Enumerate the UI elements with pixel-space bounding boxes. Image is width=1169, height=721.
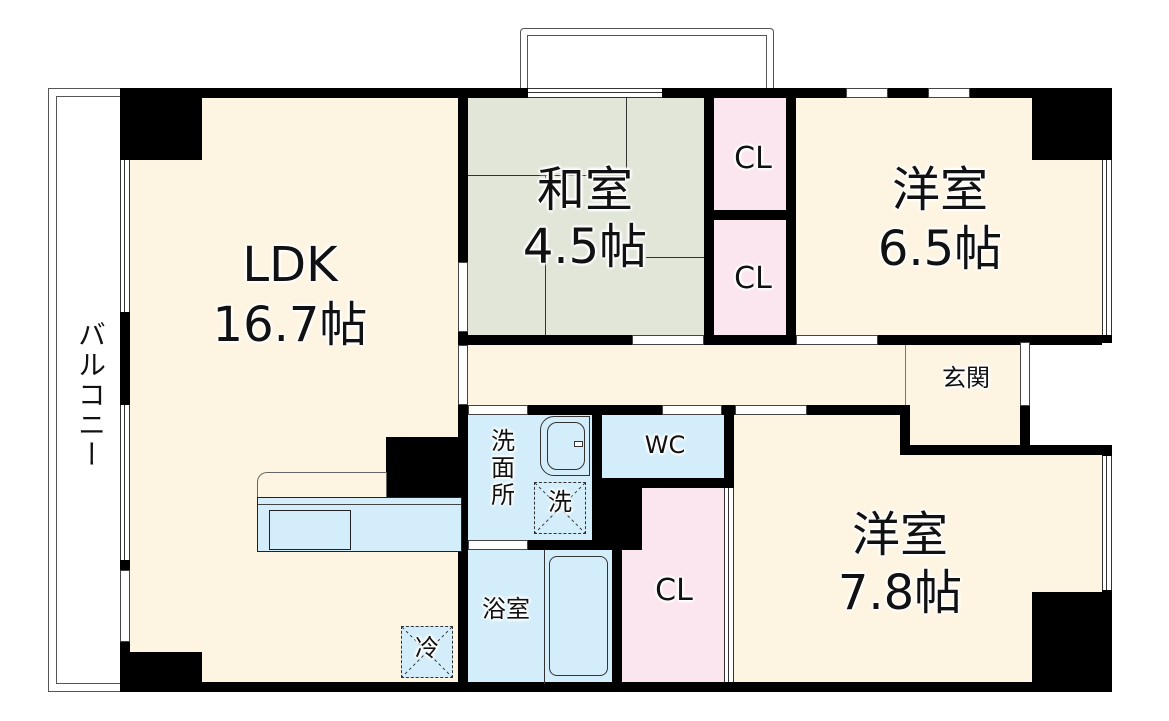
door-se-hall[interactable] [735,405,807,415]
tatami-line [545,255,546,335]
bathtub-outer [544,550,612,684]
closet-sliding-door[interactable] [724,488,734,682]
top-balcony-outline [520,28,774,90]
column-sw [120,652,202,692]
window-ne-2[interactable] [928,88,970,98]
door-ldk-hall[interactable] [458,345,468,405]
closet-mid-label: CL [734,261,772,296]
tatami-line [626,96,627,176]
senmenjo-label: 洗 面 所 [491,427,515,509]
window-ldk-west-3[interactable] [120,570,130,642]
tatami-line [545,175,546,185]
window-ne-1[interactable] [846,88,888,98]
balcony-outline-inner [56,96,122,684]
top-balcony-inner [527,35,767,90]
door-entrance[interactable] [1020,342,1030,406]
fridge-label: 冷 [415,634,439,662]
kitchen-sink [269,510,351,550]
window-se-east[interactable] [1102,456,1112,590]
room-wc [600,410,730,482]
tatami-line [466,175,626,176]
wall-hall-north [458,335,1102,345]
washbasin-bowl [547,422,585,470]
wall-left [120,88,130,692]
door-ldk-washitsu[interactable] [458,262,468,332]
genkan-label: 玄関 [942,364,990,392]
balcony-fill [57,97,121,683]
youshitsu-ne-size: 6.5帖 [877,221,1003,277]
wc-label: WC [644,431,686,459]
ldk-name: LDK [242,237,338,293]
window-ne-east[interactable] [1102,160,1112,335]
column-kitchen [386,437,462,497]
ldk-size: 16.7帖 [212,297,368,353]
room-closet-mid [710,216,796,340]
wall-senmen-east [592,410,602,490]
column-se [1032,592,1112,692]
kitchen-counter-top [257,472,387,500]
wall-pipe-space [592,478,642,548]
washitsu-size: 4.5帖 [522,219,648,275]
room-washitsu [462,88,712,340]
room-ldk [120,88,465,692]
closet-bottom-label: CL [655,573,693,608]
window-ldk-west-2[interactable] [120,405,130,560]
balcony-outline [48,88,122,692]
tatami-line [646,257,708,258]
washer-label: 洗 [548,488,572,516]
room-bath [462,546,620,692]
room-closet-top [710,88,796,216]
wall-genkan-west [900,405,910,455]
bathtub [549,556,608,676]
door-washitsu-hall[interactable] [632,335,704,345]
column-nw [120,88,202,160]
wall-bath-east [612,546,622,692]
faucet [574,441,583,447]
door-wc-hall[interactable] [662,405,722,415]
youshitsu-se-name: 洋室 [851,507,948,563]
window-washitsu[interactable] [528,88,662,98]
youshitsu-se-size: 7.8帖 [837,565,963,621]
wall-closet-divider [704,210,796,220]
balcony-label: バルコニー [74,320,107,470]
notch-white [1030,340,1120,448]
bath-label: 浴室 [482,595,530,623]
door-ne-hall[interactable] [796,335,878,345]
washer-space [534,482,586,534]
kitchen-counter-edge [258,504,461,505]
door-bath[interactable] [468,540,528,550]
washitsu-name: 和室 [536,162,633,218]
column-ne [1032,88,1112,160]
youshitsu-ne-name: 洋室 [891,162,988,218]
wall-senmen-south [458,540,642,550]
closet-top-label: CL [734,141,772,176]
door-senmen-hall[interactable] [468,405,528,415]
fridge-space [401,626,453,678]
wall-wc-south [592,478,732,488]
window-ldk-west-1[interactable] [120,160,130,312]
wall-genkan-south [900,445,1112,455]
